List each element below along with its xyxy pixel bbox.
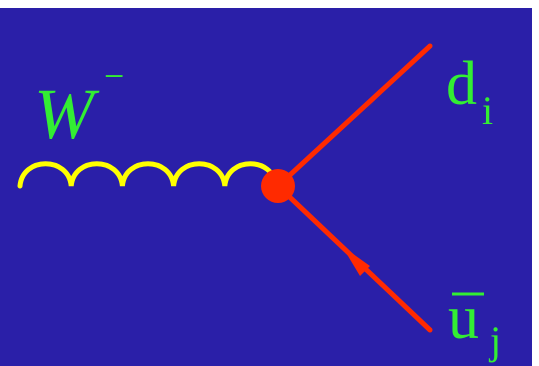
quark-top-label: d	[446, 50, 477, 118]
feynman-diagram: W − d i u j	[0, 8, 532, 366]
w-boson-wavy-line	[17, 161, 279, 189]
quark-arrow-top-icon	[366, 85, 388, 110]
antiquark-arrow-bottom-icon	[342, 246, 370, 276]
interaction-vertex	[261, 169, 295, 203]
boson-charge-label: −	[104, 56, 124, 96]
quark-line-top	[275, 43, 433, 189]
quark-bottom-label: u	[448, 284, 479, 352]
feynman-diagram-panel: W − d i u j	[0, 8, 532, 366]
quark-top-index-label: i	[482, 88, 493, 133]
quark-bottom-index-label: j	[488, 318, 501, 363]
boson-label: W	[34, 74, 100, 154]
